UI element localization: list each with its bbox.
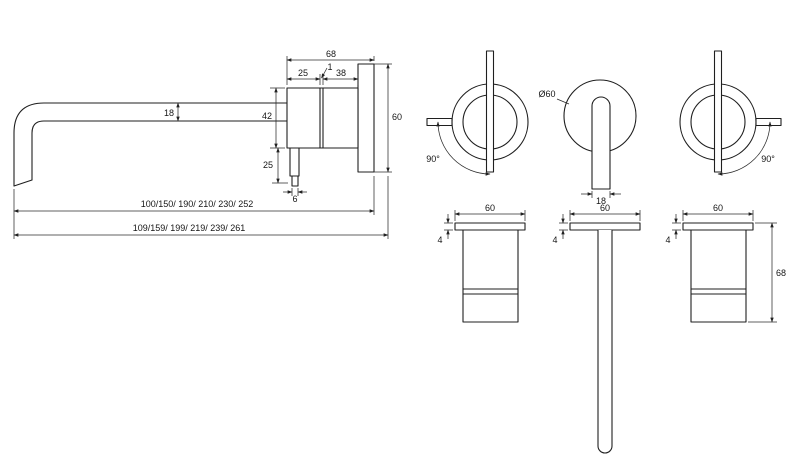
- plate-thickness-label: 4: [665, 235, 670, 245]
- rotation-arc: [436, 121, 491, 176]
- plate-width-label: 60: [485, 203, 495, 213]
- spout-tube: [597, 230, 613, 454]
- handle-stem: [289, 147, 300, 187]
- dim-spout-lengths-label: 100/150/ 190/ 210/ 230/ 252: [141, 199, 254, 209]
- spout-front: [591, 96, 611, 190]
- rotation-angle-label: 90°: [426, 154, 440, 164]
- rotation-angle-label: 90°: [761, 154, 775, 164]
- plate: [454, 222, 526, 231]
- plate-width-label: 60: [713, 203, 723, 213]
- handle-bar-vertical: [485, 50, 495, 173]
- plate: [569, 222, 641, 231]
- front-view-right-handle: 90°: [679, 50, 782, 176]
- spout-width-label: 18: [596, 196, 606, 206]
- side-view-dimensions: 68 25 38 1 18 42 25 60: [13, 49, 402, 239]
- bottom-view-right-handle: 60 4 68: [665, 203, 786, 323]
- dim-18-label: 18: [164, 108, 174, 118]
- diameter-label: Ø60: [538, 89, 555, 99]
- dim-60-label: 60: [392, 112, 402, 122]
- spout-profile: [13, 102, 288, 187]
- front-view-left-handle: 90°: [426, 50, 529, 176]
- front-view-spout: Ø60 18: [538, 79, 637, 206]
- bottom-view-spout: 60 4: [552, 203, 641, 454]
- dim-6-label: 6: [292, 194, 297, 204]
- dim-38-label: 38: [336, 68, 346, 78]
- dim-1-label: 1: [327, 62, 332, 72]
- plate-thickness-label: 4: [552, 235, 557, 245]
- diameter-leader: [556, 98, 570, 105]
- rotation-arc: [717, 121, 772, 176]
- dim-total-lengths-label: 109/159/ 199/ 219/ 239/ 261: [133, 223, 246, 233]
- side-view: 68 25 38 1 18 42 25 60: [13, 49, 402, 239]
- bottom-view-left-handle: 60 4: [437, 203, 526, 323]
- plate-width-label: 60: [600, 203, 610, 213]
- handle-bar-vertical: [713, 50, 723, 173]
- handle-body: [462, 229, 519, 323]
- handle-bar-stub: [426, 117, 453, 127]
- dim-25-top-label: 25: [298, 68, 308, 78]
- dim-68-label: 68: [326, 49, 336, 59]
- dim-42-label: 42: [262, 111, 272, 121]
- handle-body: [690, 229, 747, 323]
- handle-bar-stub: [755, 117, 782, 127]
- wall-plate: [357, 63, 375, 173]
- dim-25-bottom-label: 25: [263, 160, 273, 170]
- plate-thickness-label: 4: [437, 235, 442, 245]
- overall-depth-label: 68: [776, 268, 786, 278]
- plate: [682, 222, 754, 231]
